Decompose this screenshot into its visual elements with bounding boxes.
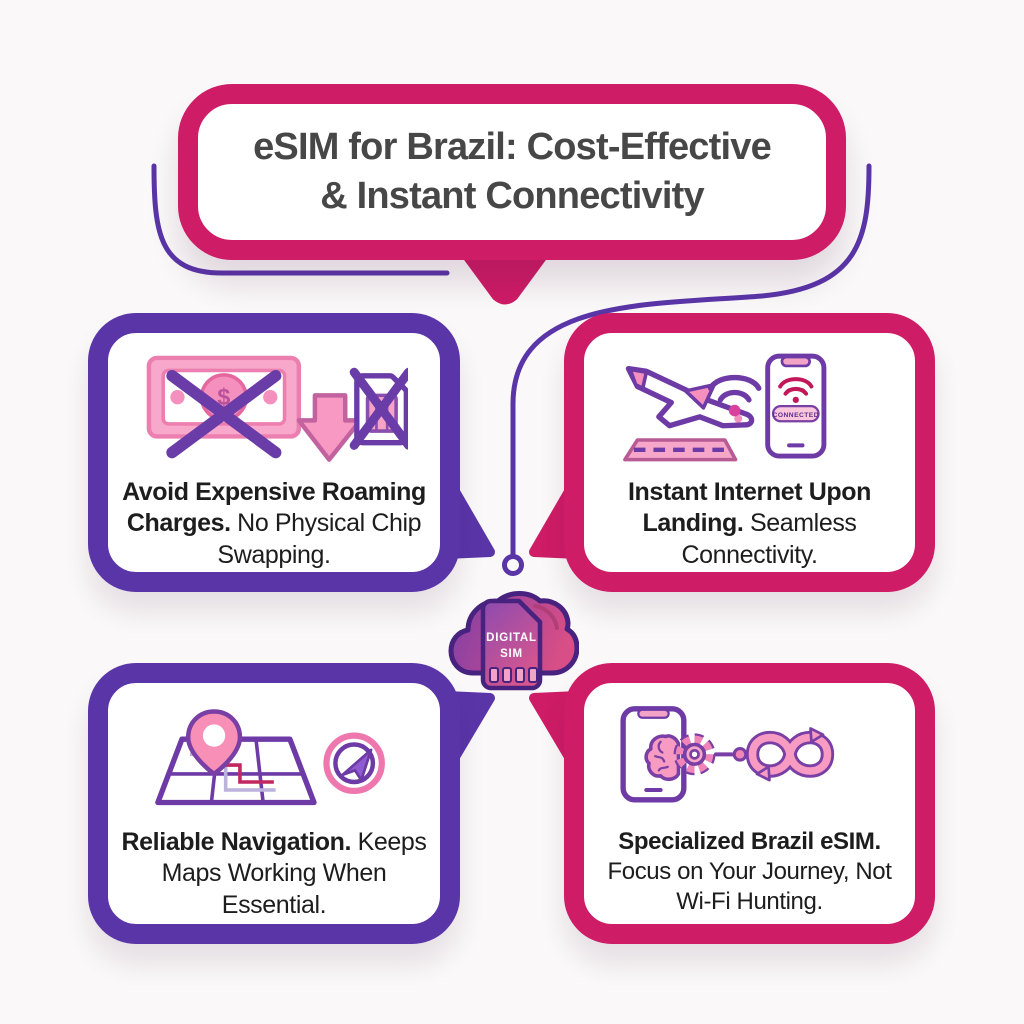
page-title-line2: & Instant Connectivity (320, 175, 704, 217)
location-pin-icon (186, 709, 243, 777)
sim-card-icon: DIGITAL SIM (480, 598, 543, 691)
card-caption: Reliable Navigation. Keeps Maps Working … (120, 827, 428, 921)
connected-phone-icon: CONNECTED (764, 353, 827, 459)
card-caption: Avoid Expensive Roaming Charges. No Phys… (120, 477, 428, 571)
svg-text:$: $ (218, 384, 231, 410)
map-pin-compass-icon (155, 709, 386, 806)
sim-label-bottom: SIM (500, 648, 523, 660)
card-roaming: $ Avoid Expensive Roaming Charges. No (88, 313, 460, 592)
right-curve-line (510, 163, 872, 559)
title-bubble: eSIM for Brazil: Cost-Effective & Instan… (178, 84, 846, 260)
runway (622, 438, 738, 462)
left-curve-line (151, 163, 450, 276)
card-navigation: Reliable Navigation. Keeps Maps Working … (88, 663, 460, 944)
money-crossed-sim-icon: $ (146, 355, 408, 462)
digital-sim-cloud: DIGITAL SIM (447, 586, 580, 699)
cross-mark (166, 369, 282, 459)
compass-icon (323, 732, 386, 795)
title-bubble-tail (456, 245, 554, 305)
cloud-highlight (533, 604, 559, 630)
phone-brain-infinity-icon (620, 706, 834, 803)
card-detail: No Physical Chip Swapping. (217, 509, 422, 569)
card-landing: CONNECTED Instant Internet Upon Landing.… (564, 313, 935, 592)
card-headline: Instant Internet Upon Landing. (628, 478, 871, 538)
connector-ring-icon (502, 554, 524, 576)
phone-status-badge: CONNECTED (772, 412, 818, 419)
card-esim: Specialized Brazil eSIM. Focus on Your J… (564, 663, 935, 944)
card-detail: Seamless Connectivity. (681, 509, 857, 569)
page-title-line1: eSIM for Brazil: Cost-Effective (253, 125, 772, 168)
down-arrow-icon (296, 393, 363, 462)
banknote: $ (146, 355, 302, 439)
connector-dot (713, 746, 748, 762)
card-detail: Focus on Your Journey, Not Wi-Fi Hunting… (607, 858, 892, 915)
card-detail: Keeps Maps Working When Essential. (161, 828, 427, 919)
plane-wifi-phone-icon: CONNECTED (622, 353, 827, 462)
wifi-icon (707, 375, 762, 417)
card-caption: Specialized Brazil eSIM. Focus on Your J… (596, 827, 903, 917)
sim-card-crossed (349, 367, 408, 450)
card-headline: Reliable Navigation. (121, 828, 352, 856)
card-caption: Instant Internet Upon Landing. Seamless … (596, 477, 903, 571)
brain-icon (644, 734, 680, 781)
card-headline: Avoid Expensive Roaming Charges. (122, 478, 426, 538)
landing-plane-icon (625, 365, 754, 429)
card-headline: Specialized Brazil eSIM. (618, 828, 881, 855)
infinity-icon (745, 727, 834, 782)
sim-label-top: DIGITAL (486, 632, 537, 644)
cloud-sim-icon: DIGITAL SIM (448, 591, 580, 691)
